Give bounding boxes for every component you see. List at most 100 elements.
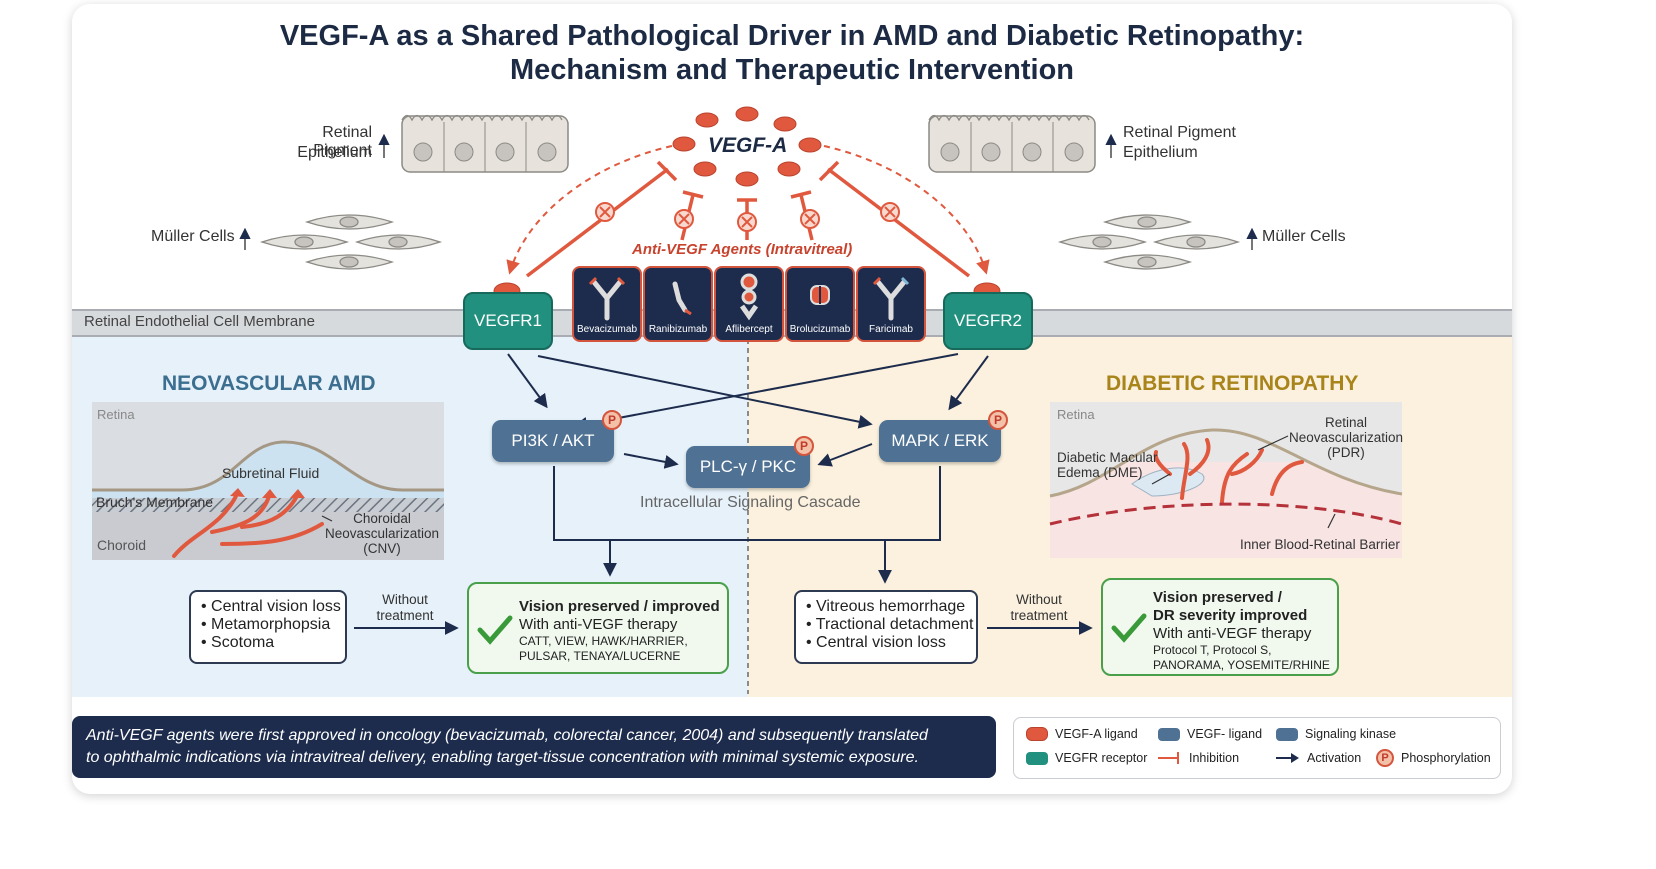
rpe-cells-right (928, 114, 1096, 173)
vegfa-swatch (1026, 727, 1048, 741)
amd-symptom: • Central vision loss (201, 598, 341, 615)
drug-label-ranibizumab: Ranibizumab (648, 324, 708, 335)
amd-outcome-subtitle: With anti-VEGF therapy (519, 616, 678, 633)
rpe-label-right-2: Epithelium (1123, 144, 1198, 161)
drug-label-aflibercept: Aflibercept (725, 324, 773, 335)
amd-without-treatment-1: Without (382, 592, 428, 607)
dr-barrier-label: Inner Blood-Retinal Barrier (1240, 537, 1400, 552)
dr-neovasc-label-1: Retinal (1324, 415, 1368, 430)
amd-retina-label: Retina (97, 407, 135, 422)
membrane-label: Retinal Endothelial Cell Membrane (84, 313, 315, 330)
vegf-path-left (506, 145, 673, 275)
legend-item-inhibition: Inhibition (1158, 751, 1239, 765)
dr-neovasc-label-3: (PDR) (1327, 445, 1365, 460)
amd-cnv-label-2: Neovascularization (324, 526, 440, 541)
fusion-protein-icon (739, 273, 759, 321)
kinase-swatch (1276, 727, 1298, 741)
amd-outcome-box: Vision preserved / improved With anti-VE… (467, 582, 729, 674)
footer-note: Anti-VEGF agents were first approved in … (72, 716, 996, 778)
legend-label: Inhibition (1189, 751, 1240, 765)
drug-aflibercept: Aflibercept (714, 266, 784, 342)
drug-label-faricimab: Faricimab (869, 324, 913, 335)
activation-arrow-icon (1276, 753, 1299, 763)
drug-label-bevacizumab: Bevacizumab (576, 324, 638, 335)
amd-cnv-label-1: Choroidal (353, 511, 411, 526)
antibody-icon (588, 276, 626, 321)
vegf-a-ligands (672, 106, 822, 187)
dr-symptom: • Vitreous hemorrhage (806, 598, 966, 615)
legend: VEGF-A ligand VEGF- ligand Signaling kin… (1013, 717, 1501, 779)
amd-outcome-trials-2: PULSAR, TENAYA/LUCERNE (519, 649, 681, 663)
legend-item-kinase: Signaling kinase (1276, 727, 1396, 741)
dr-outcome-box: Vision preserved / DR severity improved … (1101, 578, 1339, 676)
dr-neovasc-label-2: Neovascularization (1288, 430, 1404, 445)
pi3k-akt-node: PI3K / AKT (492, 420, 614, 462)
amd-cnv-label-3: (CNV) (363, 541, 401, 556)
vegfr2-receptor: VEGFR2 (943, 292, 1033, 350)
title-line-2: Mechanism and Therapeutic Intervention (510, 54, 1074, 86)
single-chain-icon (810, 285, 830, 305)
vegf-a-label: VEGF-A (708, 134, 788, 157)
bispecific-antibody-icon (872, 276, 910, 321)
amd-section-title: NEOVASCULAR AMD (162, 372, 376, 395)
muller-label-right: Müller Cells (1262, 228, 1346, 245)
rpe-label-right-1: Retinal Pigment (1123, 124, 1236, 141)
muller-cells-right (1057, 214, 1241, 270)
drug-bevacizumab: Bevacizumab (572, 266, 642, 342)
inhibition-symbol-icon (1158, 752, 1179, 764)
rpe-label-left-1: Retinal Pigment (313, 124, 372, 159)
legend-item-vegf-ligand: VEGF- ligand (1158, 727, 1262, 741)
phospho-marker-pi3k: P (602, 410, 622, 430)
rpe-cells-left (401, 114, 569, 173)
activation-arrows (354, 353, 1093, 635)
legend-label: VEGFR receptor (1055, 751, 1148, 765)
legend-label: Phosphorylation (1401, 751, 1491, 765)
amd-subretinal-fluid-label: Subretinal Fluid (222, 465, 320, 481)
diagram-graphics (92, 106, 1403, 694)
phospho-legend-icon: P (1376, 749, 1394, 767)
legend-label: VEGF-A ligand (1055, 727, 1138, 741)
legend-label: VEGF- ligand (1187, 727, 1263, 741)
amd-outcome-trials-1: CATT, VIEW, HAWK/HARRIER, (519, 634, 688, 648)
drug-faricimab: Faricimab (856, 266, 926, 342)
legend-item-phosphorylation: P Phosphorylation (1376, 749, 1491, 767)
dr-outcome-trials-2: PANORAMA, YOSEMITE/RHINE (1153, 658, 1330, 672)
dr-symptoms-box: • Vitreous hemorrhage • Tractional detac… (794, 590, 978, 664)
amd-symptoms-box: • Central vision loss • Metamorphopsia •… (189, 590, 347, 664)
dr-dme-label-1: Diabetic Macular (1057, 450, 1158, 465)
legend-label: Signaling kinase (1305, 727, 1397, 741)
dr-symptom: • Central vision loss (806, 634, 946, 651)
drug-ranibizumab: Ranibizumab (643, 266, 713, 342)
footer-line-2: to ophthalmic indications via intravitre… (86, 749, 919, 766)
diagram-card: Retinal Endothelial Cell Membrane VEGF-A… (72, 4, 1512, 794)
dr-without-treatment-1: Without (1016, 592, 1062, 607)
inhibition-lines (525, 160, 971, 278)
legend-item-vegfa: VEGF-A ligand (1026, 727, 1138, 741)
amd-outcome-title: Vision preserved / improved (519, 598, 720, 615)
legend-label: Activation (1307, 751, 1362, 765)
dr-dme-label-2: Edema (DME) (1057, 465, 1143, 480)
mapk-erk-node: MAPK / ERK (879, 420, 1001, 462)
amd-cross-section (92, 402, 444, 560)
legend-item-activation: Activation (1276, 751, 1361, 765)
dr-outcome-subtitle: With anti-VEGF therapy (1153, 625, 1312, 642)
dr-symptom: • Tractional detachment (806, 616, 974, 633)
vegf-path-right (823, 145, 990, 275)
muller-label-left: Müller Cells (151, 228, 235, 245)
dr-without-treatment-2: treatment (1010, 608, 1068, 623)
amd-symptom: • Scotoma (201, 634, 275, 651)
rpe-label-left-2: Epithelium (297, 144, 372, 161)
muller-cells-left (259, 214, 443, 270)
dr-outcome-title-2: DR severity improved (1153, 607, 1308, 624)
dr-section-title: DIABETIC RETINOPATHY (1106, 372, 1359, 395)
title-line-1: VEGF-A as a Shared Pathological Driver i… (279, 20, 1305, 52)
fab-fragment-icon (672, 281, 692, 316)
dr-outcome-title-1: Vision preserved / (1153, 589, 1282, 606)
vegf-ligand-swatch (1158, 727, 1180, 741)
drug-brolucizumab: Brolucizumab (785, 266, 855, 342)
plc-pkc-node: PLC-γ / PKC (686, 446, 810, 488)
amd-choroid-label: Choroid (97, 537, 147, 553)
dr-outcome-trials-1: Protocol T, Protocol S, (1153, 643, 1272, 657)
amd-without-treatment-2: treatment (376, 608, 434, 623)
dr-retina-label: Retina (1057, 407, 1095, 422)
